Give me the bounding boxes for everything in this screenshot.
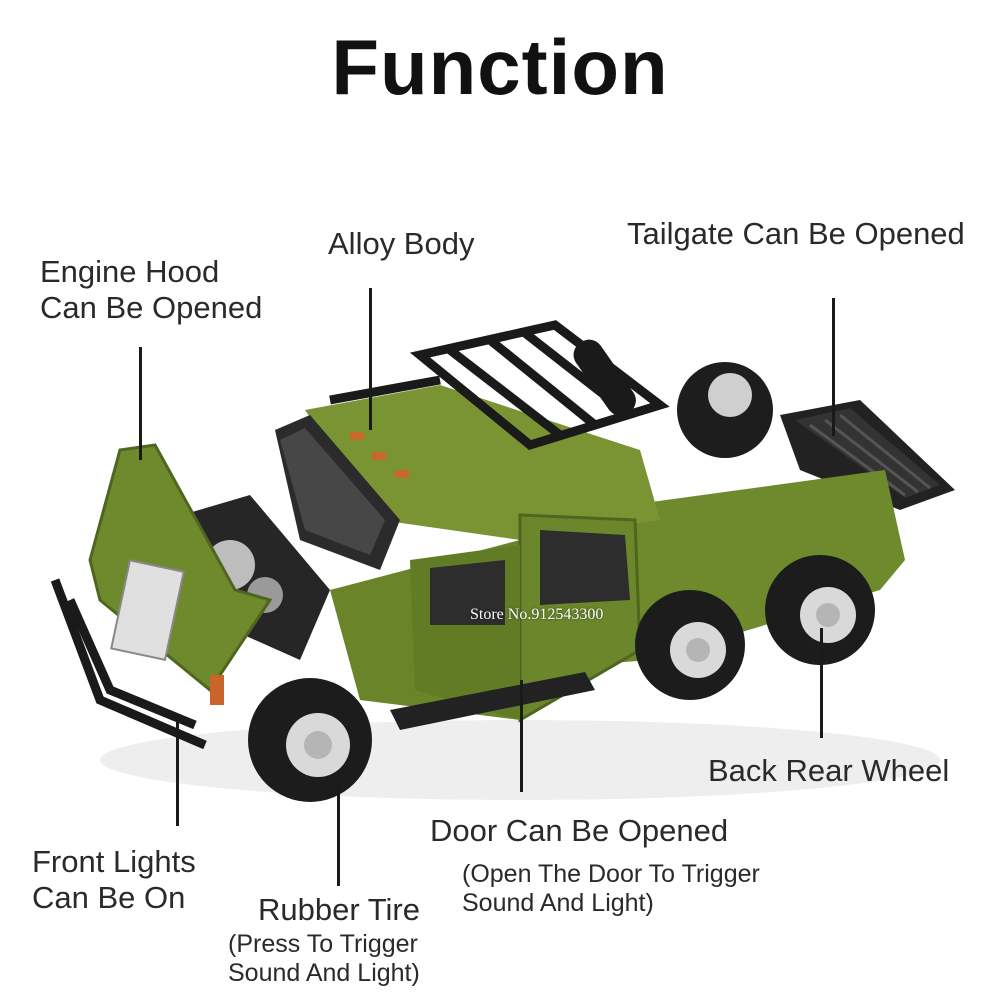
label-back-rear-wheel: Back Rear Wheel xyxy=(708,753,950,788)
label-tailgate: Tailgate Can Be Opened xyxy=(627,216,965,251)
leader-line-door xyxy=(520,680,523,792)
leader-line-back-rear-wheel xyxy=(820,628,823,738)
label-door: Door Can Be Opened xyxy=(430,813,729,848)
page-title: Function xyxy=(331,23,669,111)
leader-line-tailgate xyxy=(832,298,835,436)
label-front-lights-line1: Front Lights xyxy=(32,844,196,879)
label-engine-hood-line2: Can Be Opened xyxy=(40,290,263,325)
label-door-sub-line1: (Open The Door To Trigger xyxy=(462,860,760,888)
label-tire-sub-line1: (Press To Trigger xyxy=(228,930,418,958)
label-alloy-body: Alloy Body xyxy=(328,226,475,261)
store-watermark: Store No.912543300 xyxy=(470,606,604,623)
label-door-sub-line2: Sound And Light) xyxy=(462,889,654,917)
leader-line-engine-hood xyxy=(139,347,142,460)
label-tire-sub-line2: Sound And Light) xyxy=(228,959,420,987)
label-front-lights-line2: Can Be On xyxy=(32,880,186,915)
label-engine-hood-line1: Engine Hood xyxy=(40,254,220,289)
leader-line-alloy-body xyxy=(369,288,372,430)
label-rubber-tire: Rubber Tire xyxy=(258,892,420,927)
leader-line-front-lights xyxy=(176,716,179,826)
leader-line-rubber-tire xyxy=(337,780,340,886)
